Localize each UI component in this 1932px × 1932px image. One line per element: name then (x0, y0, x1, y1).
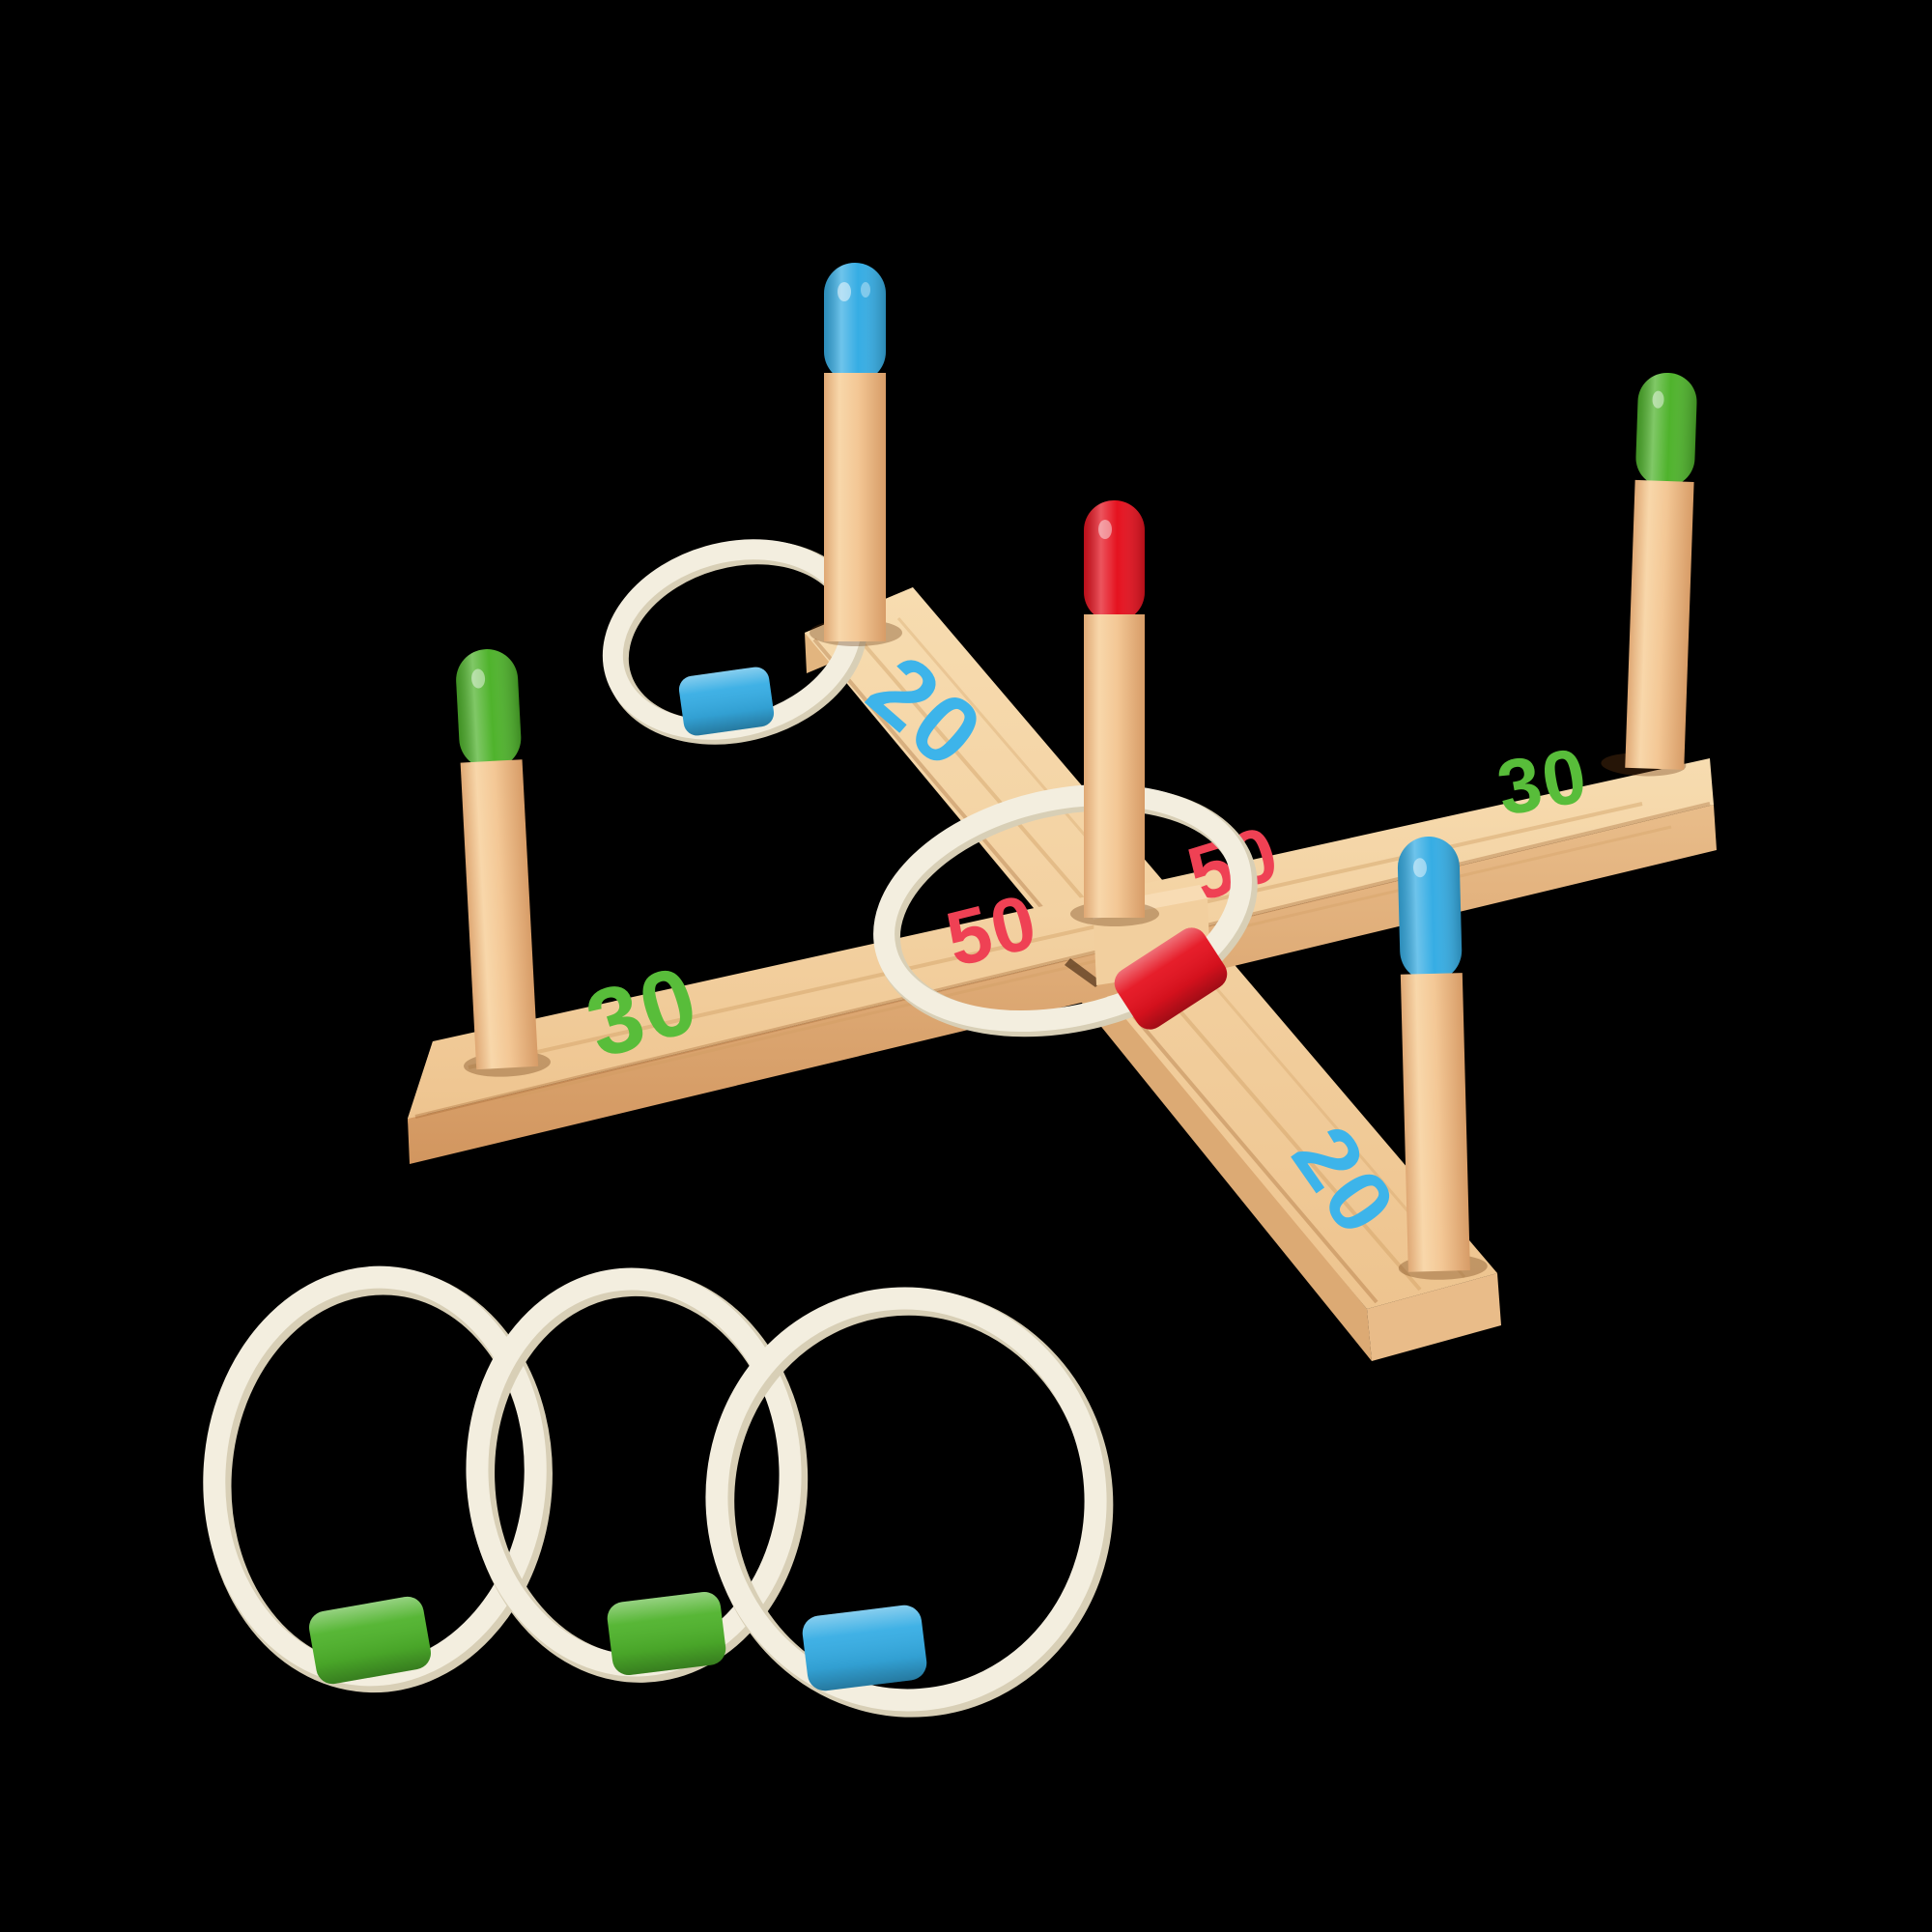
specular-highlight (838, 282, 851, 301)
rope-loop (705, 1287, 1114, 1718)
peg-cap-shading (1635, 372, 1697, 487)
loose-ring-middle (466, 1267, 809, 1683)
rope (705, 1287, 1107, 1712)
peg-shaft (1625, 479, 1694, 770)
peg-cap-shading (1084, 500, 1145, 622)
bead-shading (1114, 927, 1228, 1030)
specular-highlight (1412, 858, 1427, 878)
peg-blue-top (810, 263, 902, 646)
specular-highlight (1098, 520, 1112, 539)
rope-ring-on-center-peg (873, 783, 1258, 1037)
bead-red (1114, 927, 1228, 1030)
score-label-30-right: 30 (1491, 731, 1594, 832)
bead-green (309, 1596, 431, 1685)
bead-shading (607, 1592, 726, 1675)
bead-blue (678, 667, 775, 736)
peg-shaft (1400, 973, 1470, 1272)
peg-cap-shading (1397, 837, 1463, 981)
bead-shading (678, 667, 775, 736)
joint-slit (1065, 958, 1101, 987)
bead-blue (802, 1605, 927, 1691)
peg-green-right (1601, 372, 1697, 777)
loose-ring-left (203, 1265, 553, 1693)
plank-lower-end-face (1367, 1273, 1501, 1361)
specular-highlight (1652, 390, 1664, 409)
peg-shaft (824, 373, 886, 641)
plank-top-surface (408, 758, 1714, 1119)
peg-cap-shading (456, 649, 522, 769)
peg-shaft (1084, 614, 1145, 918)
peg-red-center (1070, 500, 1159, 926)
peg-shaft (460, 759, 539, 1070)
peg-cap-shading (824, 263, 886, 383)
plank-side-face (1065, 939, 1372, 1361)
peg-green-left (456, 649, 551, 1077)
specular-highlight (861, 282, 870, 298)
score-label-50-left: 50 (938, 878, 1046, 983)
bead-shading (309, 1596, 431, 1685)
specular-highlight (471, 668, 486, 689)
grain-line (501, 825, 1672, 1101)
bead-shading (802, 1605, 927, 1691)
loose-ring-right (705, 1287, 1114, 1718)
base-plank-horizontal (408, 758, 1717, 1164)
peg-blue-bottom (1397, 837, 1488, 1280)
rope-loop (873, 783, 1258, 1037)
bead-green (607, 1592, 726, 1675)
plank-front-face (408, 805, 1717, 1164)
rope (873, 783, 1252, 1033)
grain-line (414, 802, 1711, 1119)
